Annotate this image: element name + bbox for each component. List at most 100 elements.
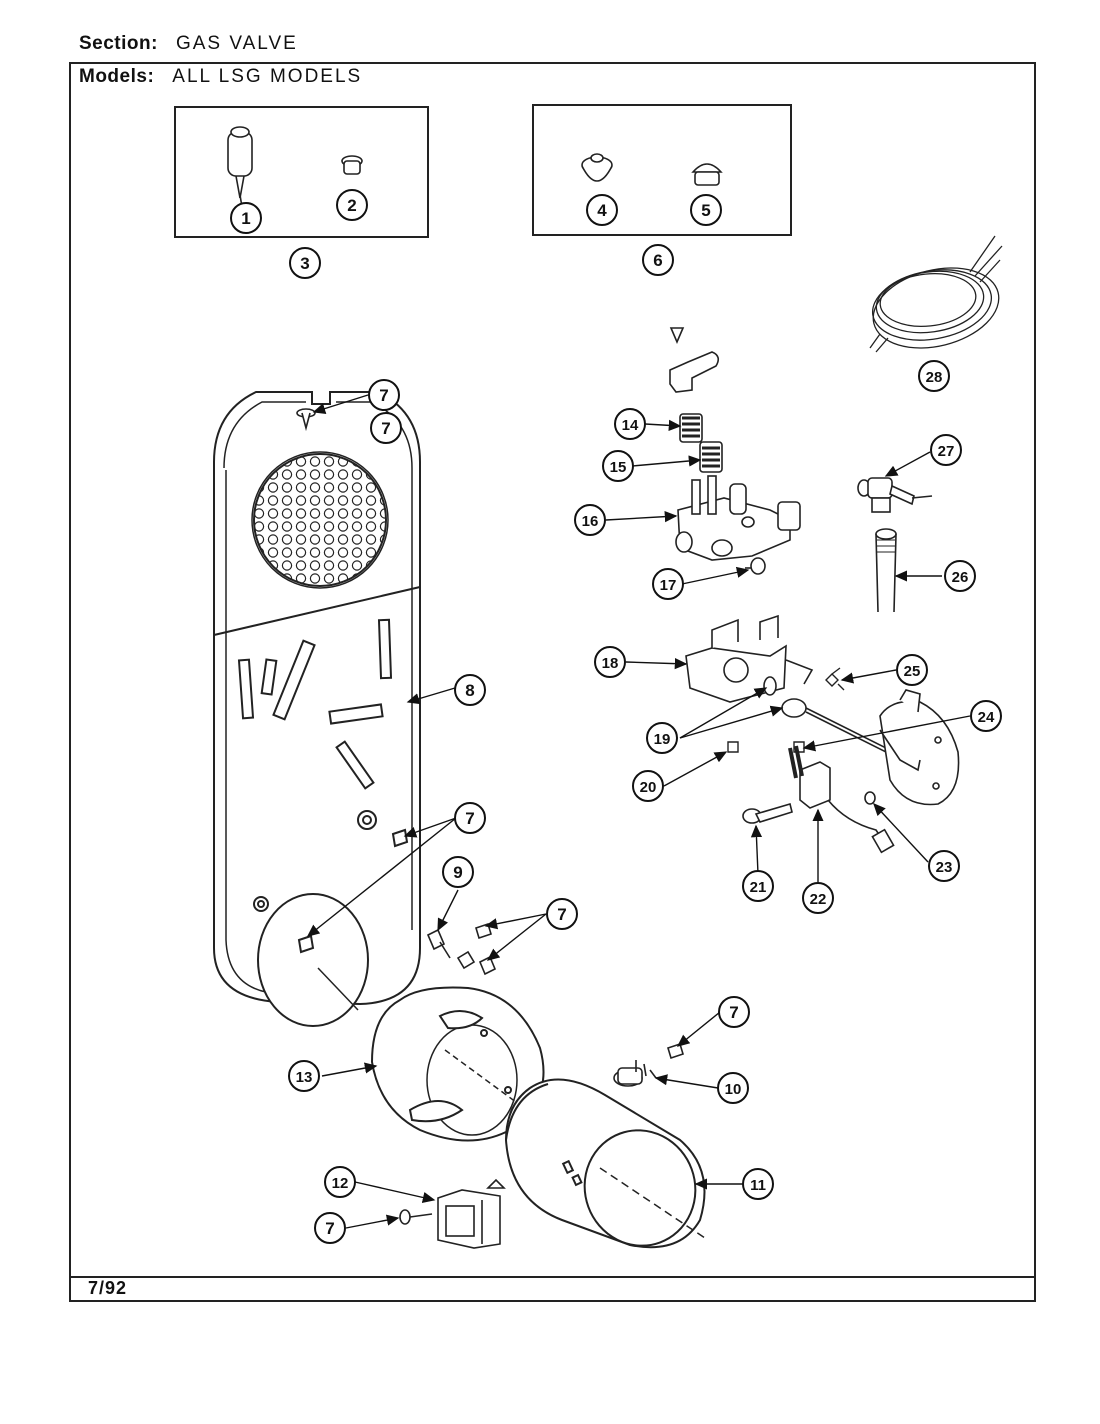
callout-label-4: 4 — [597, 201, 607, 220]
wiring-harness-28 — [869, 235, 1003, 353]
callout-label-3: 3 — [300, 254, 309, 273]
screws-group-9-area — [456, 922, 497, 976]
cap-part-4 — [581, 153, 613, 182]
kit-box-3 — [174, 106, 429, 238]
callout-circle-19 — [646, 722, 678, 754]
callout-label-24: 24 — [978, 709, 995, 726]
callout-circle-10 — [717, 1072, 749, 1104]
callout-circle-21 — [742, 870, 774, 902]
callout-circle-7 — [370, 412, 402, 444]
callout-label-25: 25 — [904, 663, 921, 680]
callout-circle-8 — [454, 674, 486, 706]
footer-divider — [69, 1276, 1036, 1278]
callout-circle-2 — [336, 189, 368, 221]
coil-part-14 — [679, 413, 703, 443]
revision-date: 7/92 — [88, 1278, 128, 1298]
callout-label-5: 5 — [701, 201, 710, 220]
callout-circle-28 — [918, 360, 950, 392]
part-25-clip — [825, 667, 845, 691]
callout-label-7: 7 — [325, 1219, 334, 1238]
callout-label-7: 7 — [557, 905, 566, 924]
burner-cylinder-11 — [504, 1078, 706, 1249]
callout-label-10: 10 — [725, 1081, 742, 1098]
callout-circle-3 — [289, 247, 321, 279]
valve-bracket-top — [669, 327, 720, 393]
ignitor-bracket-18 — [685, 614, 814, 703]
callout-circle-24 — [970, 700, 1002, 732]
callout-circle-7 — [718, 996, 750, 1028]
callout-circle-9 — [442, 856, 474, 888]
callout-label-7: 7 — [379, 386, 388, 405]
callout-circle-7 — [546, 898, 578, 930]
callout-label-18: 18 — [602, 655, 619, 672]
callout-label-28: 28 — [926, 369, 943, 386]
callout-circle-14 — [614, 408, 646, 440]
callout-circle-7 — [454, 802, 486, 834]
models-header: Models:ALL LSG MODELS — [79, 66, 362, 88]
burner-tube-13 — [370, 986, 545, 1142]
callout-circle-20 — [632, 770, 664, 802]
callout-circle-7 — [314, 1212, 346, 1244]
callout-circle-18 — [594, 646, 626, 678]
callout-circle-12 — [324, 1166, 356, 1198]
callout-circle-16 — [574, 504, 606, 536]
flame-sensor-10 — [613, 1042, 684, 1087]
models-label: Models: — [79, 66, 155, 87]
bracket-part-9 — [426, 928, 451, 959]
bolt-part-21 — [742, 802, 793, 824]
callout-circle-23 — [928, 850, 960, 882]
callout-circle-22 — [802, 882, 834, 914]
callout-label-9: 9 — [453, 863, 462, 882]
wire-lead-23 — [827, 791, 895, 854]
burner-housing-panel-8 — [213, 391, 421, 1027]
callout-circle-13 — [288, 1060, 320, 1092]
screw-part-17 — [745, 557, 766, 575]
section-label: Section: — [79, 33, 158, 54]
callout-circle-1 — [230, 202, 262, 234]
orifice-part-1 — [227, 126, 253, 208]
callout-circle-5 — [690, 194, 722, 226]
callout-label-12: 12 — [332, 1175, 349, 1192]
bracket-part-22 — [788, 745, 831, 809]
callout-circle-4 — [586, 194, 618, 226]
callout-label-20: 20 — [640, 779, 657, 796]
callout-label-11: 11 — [750, 1177, 766, 1194]
callout-label-27: 27 — [938, 443, 955, 460]
callout-label-15: 15 — [610, 459, 627, 476]
callout-label-6: 6 — [653, 251, 662, 270]
gas-valve-16 — [675, 475, 801, 561]
callout-circle-27 — [930, 434, 962, 466]
igniter-bracket-12 — [399, 1178, 506, 1249]
callout-label-13: 13 — [296, 1069, 313, 1086]
screw-part-20 — [727, 741, 739, 753]
callout-label-16: 16 — [582, 513, 599, 530]
callout-circle-26 — [944, 560, 976, 592]
callout-label-23: 23 — [936, 859, 953, 876]
callout-label-19: 19 — [654, 731, 671, 748]
callout-circle-15 — [602, 450, 634, 482]
elbow-fitting-27 — [857, 477, 933, 513]
callout-label-21: 21 — [750, 879, 767, 896]
callout-circle-11 — [742, 1168, 774, 1200]
callout-circle-7 — [368, 379, 400, 411]
kit-box-6 — [532, 104, 792, 236]
callout-circle-17 — [652, 568, 684, 600]
diagram-frame — [69, 62, 1036, 1302]
callout-label-7: 7 — [729, 1003, 738, 1022]
screw-7-top — [296, 408, 316, 432]
callout-label-14: 14 — [622, 417, 639, 434]
callout-label-2: 2 — [347, 196, 356, 215]
leader-lines — [306, 394, 971, 1229]
cap-part-5 — [691, 163, 723, 186]
callout-label-7: 7 — [381, 419, 390, 438]
plug-part-2 — [341, 155, 363, 175]
coil-part-15 — [699, 441, 723, 473]
callout-circle-25 — [896, 654, 928, 686]
gas-tube-26 — [875, 528, 897, 613]
section-header: Section: GAS VALVE — [79, 33, 298, 55]
section-value: GAS VALVE — [175, 33, 298, 54]
igniter-bracket-24 — [879, 689, 960, 806]
callout-label-17: 17 — [660, 577, 677, 594]
